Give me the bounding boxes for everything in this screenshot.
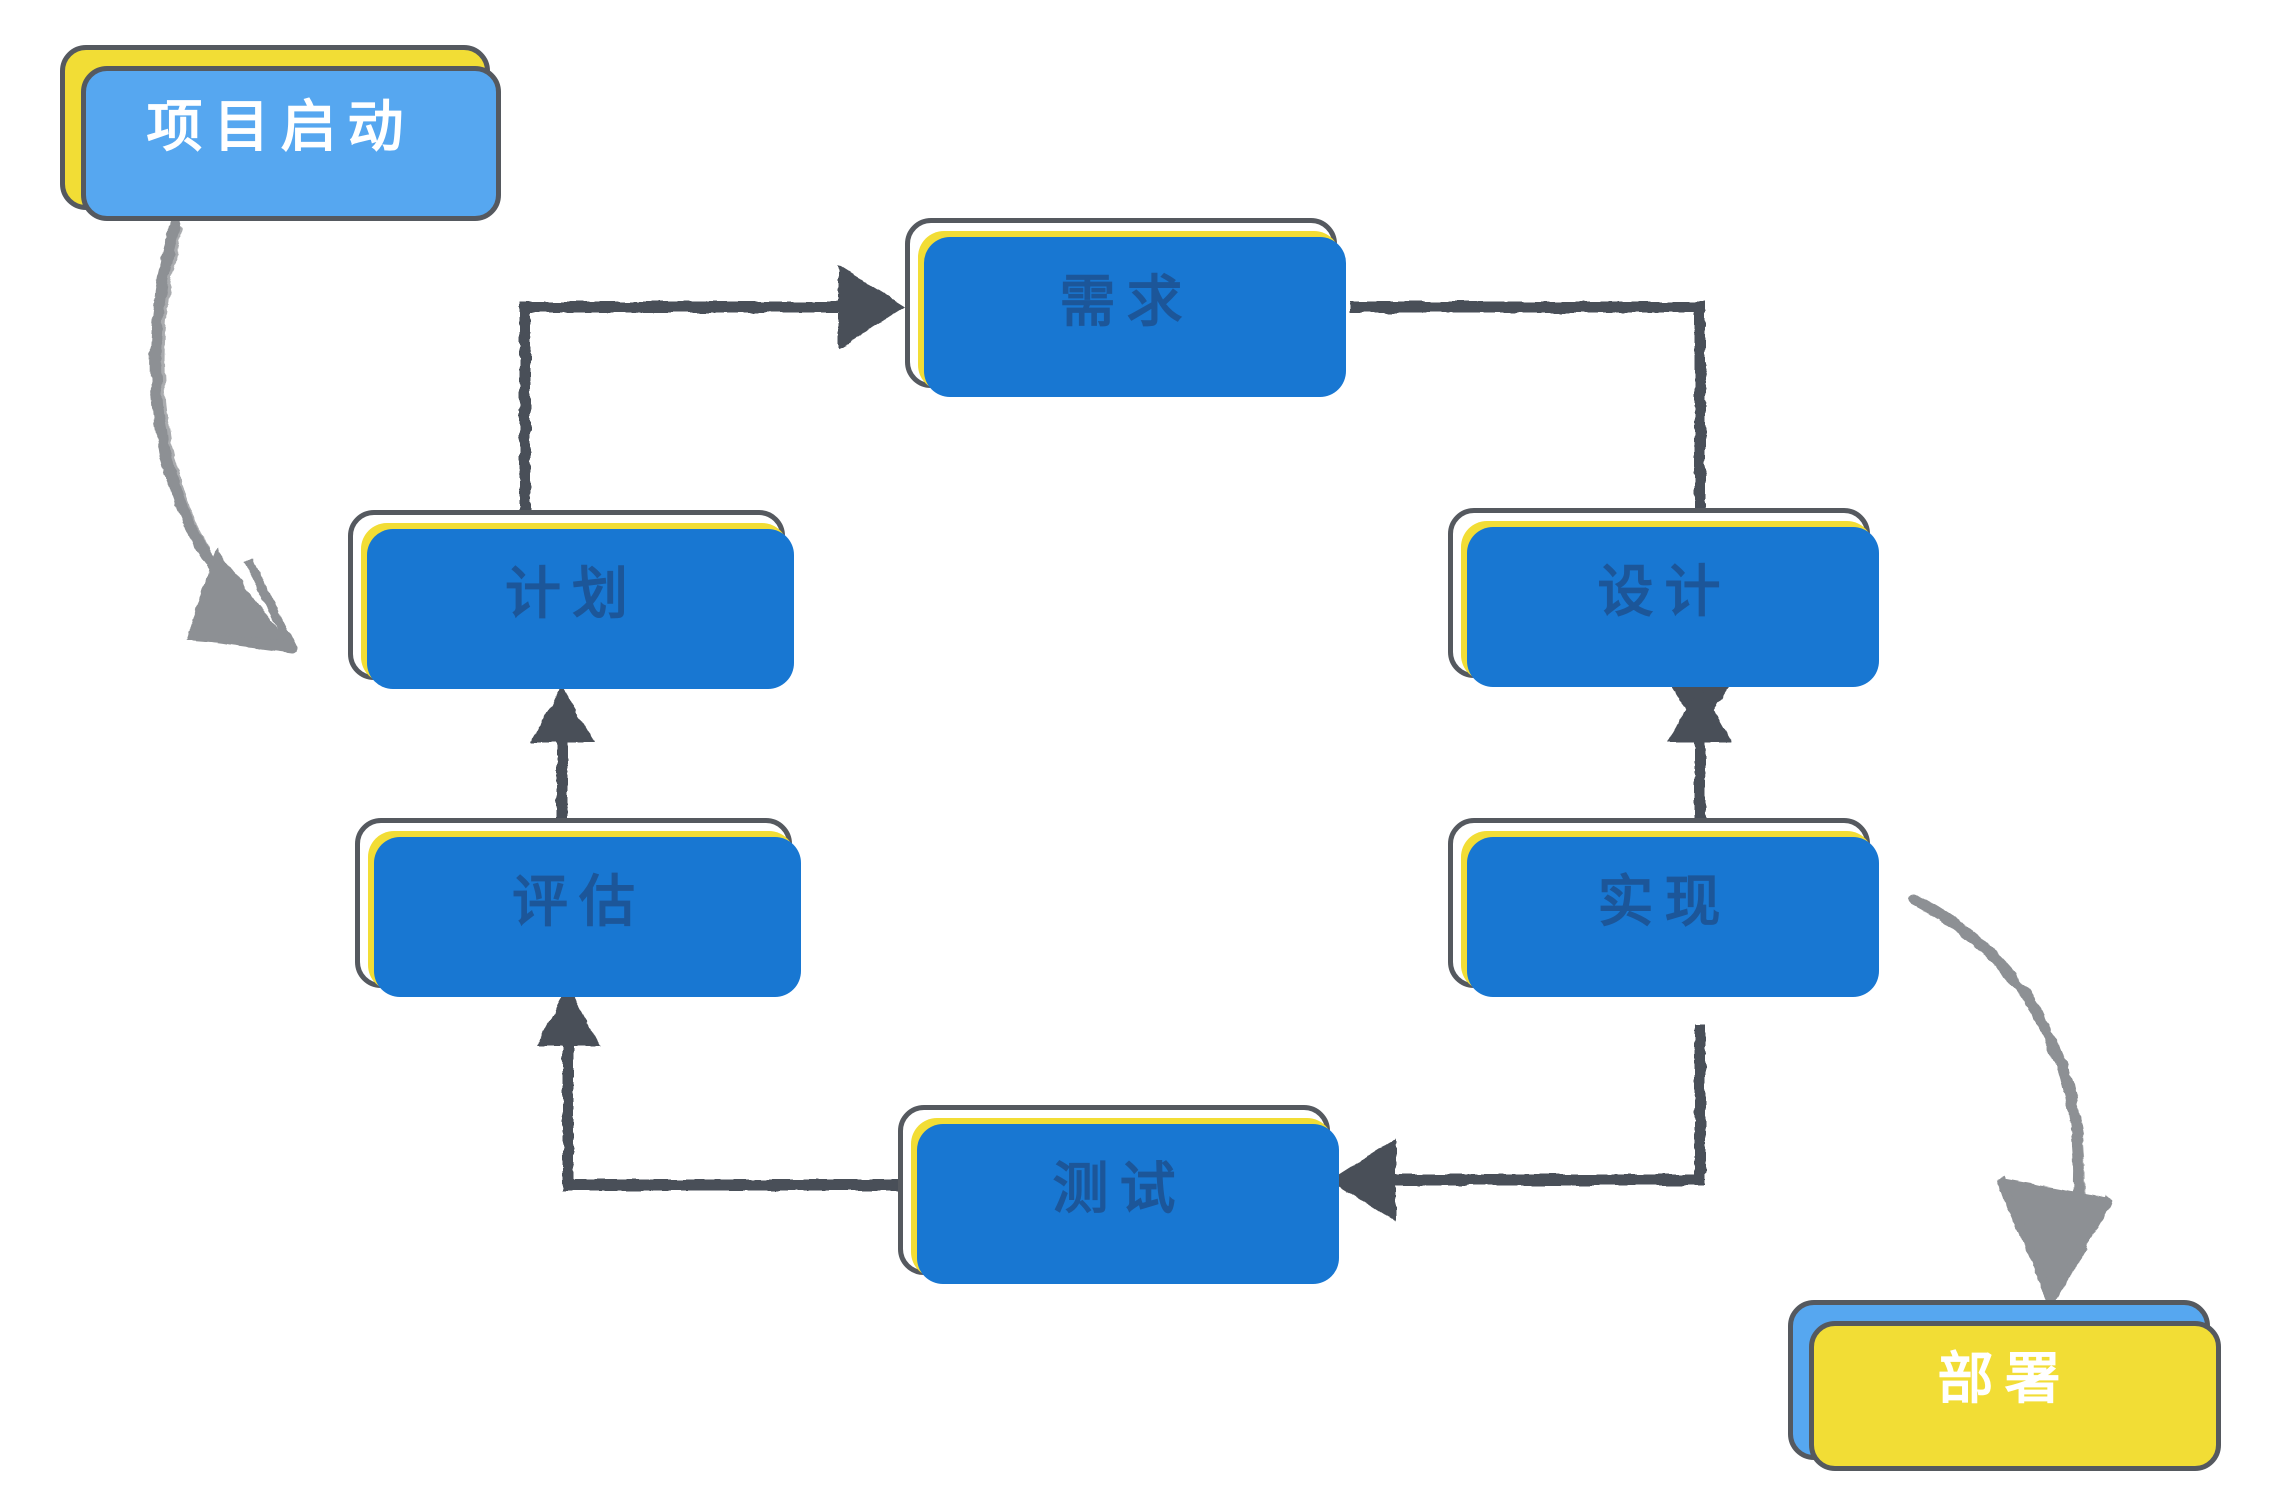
edge-impl-to-deploy	[1909, 894, 2114, 1305]
node-requirements-label: 需求	[1059, 270, 1194, 335]
edge-test-to-review	[536, 985, 906, 1191]
edge-start-to-plan	[150, 219, 297, 653]
node-test[interactable]: 测试	[898, 1105, 1339, 1284]
node-deploy[interactable]: 部署	[1788, 1300, 2221, 1471]
node-implementation[interactable]: 实现	[1448, 818, 1879, 997]
edge-impl-to-test	[1330, 1024, 1706, 1222]
node-plan[interactable]: 计划	[348, 510, 794, 689]
node-start-label: 项目启动	[146, 94, 415, 160]
node-review-label: 评估	[512, 870, 646, 935]
node-deploy-label: 部署	[1937, 1347, 2072, 1412]
node-design[interactable]: 设计	[1448, 508, 1879, 687]
node-design-label: 设计	[1597, 560, 1732, 625]
node-plan-label: 计划	[505, 562, 639, 627]
node-review[interactable]: 评估	[355, 818, 801, 997]
node-start[interactable]: 项目启动	[60, 45, 501, 221]
node-implementation-label: 实现	[1597, 870, 1732, 935]
node-requirements[interactable]: 需求	[905, 218, 1346, 397]
node-test-label: 测试	[1052, 1157, 1187, 1222]
